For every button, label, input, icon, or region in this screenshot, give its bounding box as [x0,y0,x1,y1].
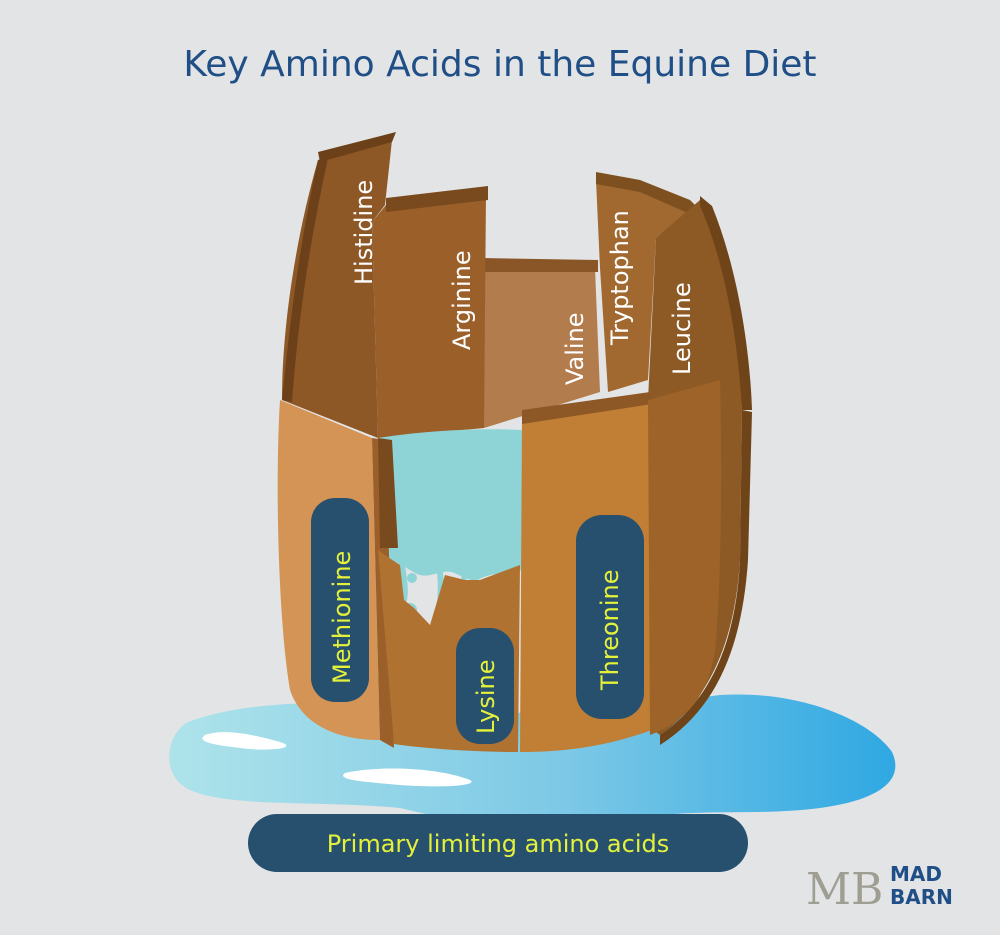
puddle-highlight [343,768,472,787]
stave-right-front [648,380,722,735]
stave-histidine [282,132,396,438]
label-threonine: Threonine [596,569,624,691]
label-leucine: Leucine [668,282,696,375]
label-lysine: Lysine [472,659,500,734]
label-tryptophan: Tryptophan [606,210,634,346]
legend-text: Primary limiting amino acids [327,830,670,858]
puddle-highlight [202,732,287,750]
stave-tryptophan [596,172,700,392]
logo-word-mad: MAD [890,862,942,886]
stave-valine [482,258,600,428]
pill-lysine: Lysine [456,628,514,744]
pill-threonine: Threonine [576,515,644,719]
page-title: Key Amino Acids in the Equine Diet [183,44,817,85]
limiting-legend: Primary limiting amino acids [248,814,748,872]
label-valine: Valine [561,312,589,385]
logo-word-barn: BARN [890,885,953,909]
mad-barn-logo: MB MAD BARN [806,862,953,915]
label-arginine: Arginine [448,250,476,350]
label-methionine: Methionine [328,551,356,684]
stave-arginine [372,186,488,438]
logo-monogram: MB [806,864,883,915]
label-histidine: Histidine [350,180,378,285]
pill-methionine: Methionine [311,498,369,702]
